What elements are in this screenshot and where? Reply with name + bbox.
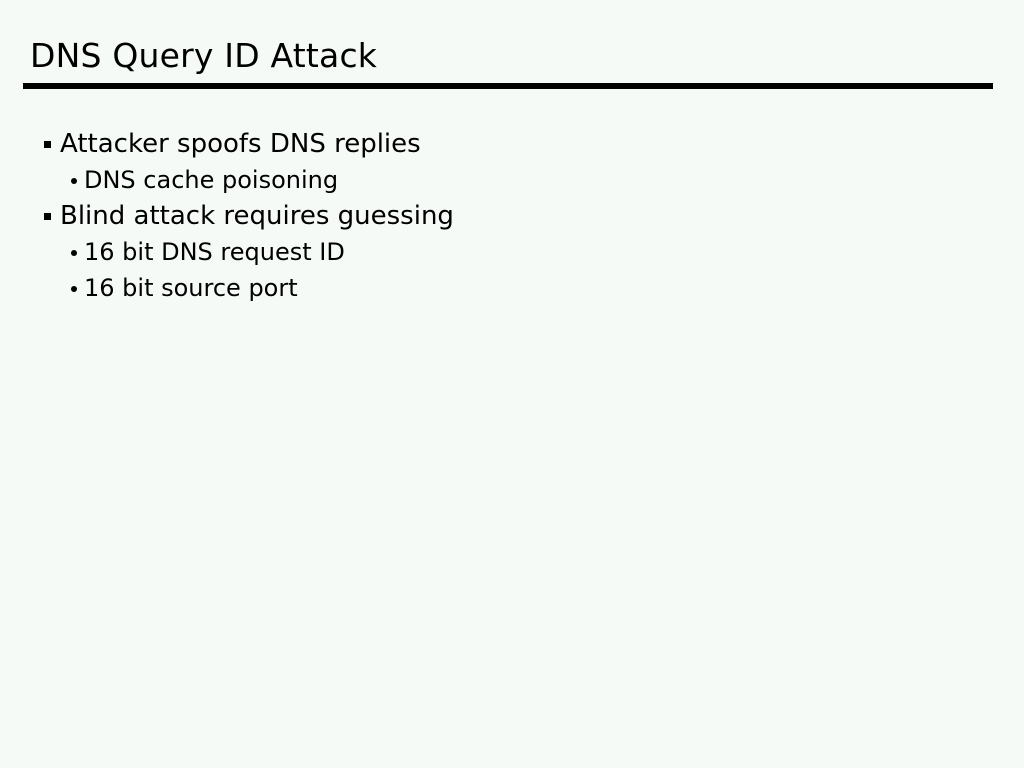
list-item-label: Blind attack requires guessing [60, 201, 454, 231]
list-item-label: 16 bit source port [84, 274, 298, 302]
round-bullet-icon [71, 178, 77, 184]
square-bullet-icon [44, 141, 51, 148]
list-item-label: 16 bit DNS request ID [84, 238, 345, 266]
list-item: DNS cache poisoning [0, 162, 1024, 198]
square-bullet-icon [44, 213, 51, 220]
list-item-label: Attacker spoofs DNS replies [60, 129, 421, 159]
page-title: DNS Query ID Attack [30, 36, 378, 75]
list-item: 16 bit source port [0, 270, 1024, 306]
title-divider [23, 83, 993, 89]
list-item: Attacker spoofs DNS replies [0, 126, 1024, 162]
round-bullet-icon [71, 250, 77, 256]
list-item: Blind attack requires guessing [0, 198, 1024, 234]
list-item: 16 bit DNS request ID [0, 234, 1024, 270]
round-bullet-icon [71, 286, 77, 292]
bullet-list: Attacker spoofs DNS replies DNS cache po… [0, 126, 1024, 306]
list-item-label: DNS cache poisoning [84, 166, 339, 194]
